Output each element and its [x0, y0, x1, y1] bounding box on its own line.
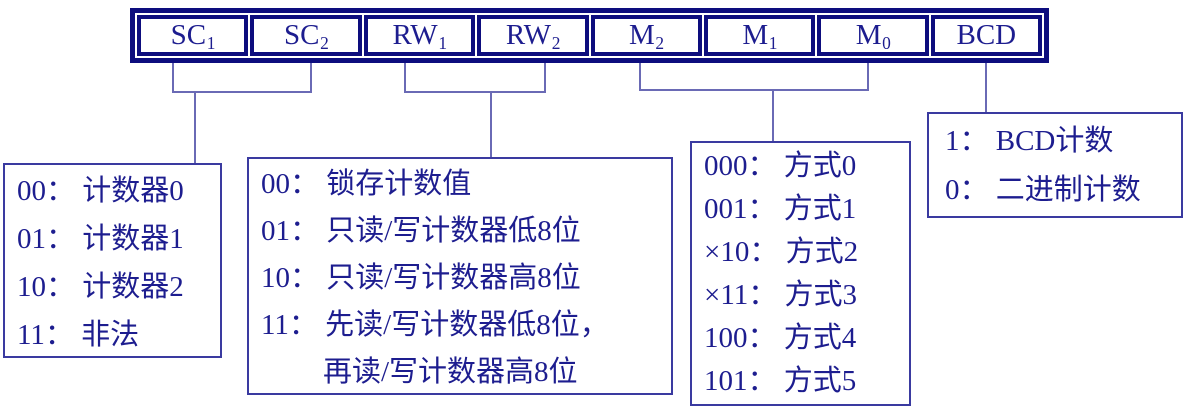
m-legend-box: 000： 方式0 001： 方式1 ×10： 方式2 ×11： 方式3 100：…: [690, 141, 911, 406]
connector-sc-drop2: [310, 63, 312, 93]
register-cell-bcd: BCD: [930, 15, 1042, 56]
legend-line: 10： 计数器2: [17, 271, 184, 303]
connector-rw-drop1: [404, 63, 406, 93]
legend-line: 000： 方式0: [704, 150, 857, 182]
register-cell-rw2: RW2: [477, 15, 589, 56]
connector-m-to-box: [772, 89, 774, 143]
legend-line: 100： 方式4: [704, 322, 857, 354]
cell-label: BCD: [956, 21, 1016, 50]
connector-m-drop2: [867, 63, 869, 91]
register-cell-m2: M2: [590, 15, 702, 56]
cell-label: RW2: [505, 19, 561, 53]
cell-label: M1: [742, 19, 778, 53]
cell-subscript: 1: [206, 32, 216, 53]
legend-line: 101： 方式5: [704, 365, 857, 397]
bcd-legend-box: 1： BCD计数 0： 二进制计数: [927, 112, 1183, 218]
cell-subscript: 1: [438, 32, 448, 53]
cell-subscript: 2: [655, 32, 665, 53]
cell-base: RW: [505, 19, 552, 51]
rw-legend-box: 00： 锁存计数值 01： 只读/写计数器低8位 10： 只读/写计数器高8位 …: [247, 157, 673, 395]
legend-line: 00： 锁存计数值: [261, 168, 472, 200]
legend-line: 0： 二进制计数: [945, 174, 1141, 206]
register-cell-m0: M0: [817, 15, 929, 56]
register-cell-sc1: SC1: [137, 15, 249, 56]
cell-subscript: 2: [551, 32, 561, 53]
cell-label: RW1: [392, 19, 448, 53]
cell-base: M: [628, 19, 655, 51]
connector-sc-to-box: [194, 91, 196, 165]
cell-base: M: [742, 19, 769, 51]
cell-label: SC2: [283, 19, 329, 53]
cell-subscript: 1: [768, 32, 778, 53]
cell-base: SC: [283, 19, 320, 51]
connector-bcd-to-box: [985, 63, 987, 114]
cell-base: RW: [392, 19, 438, 51]
register-cell-sc2: SC2: [250, 15, 362, 56]
legend-line: 再读/写计数器高8位: [323, 356, 578, 388]
cell-base: BCD: [956, 19, 1017, 51]
legend-line: 10： 只读/写计数器高8位: [261, 262, 581, 294]
legend-line: 001： 方式1: [704, 193, 857, 225]
cell-base: M: [855, 19, 882, 51]
cell-label: SC1: [170, 19, 216, 53]
register-cell-m1: M1: [703, 15, 816, 56]
connector-rw-horizontal: [404, 91, 546, 93]
register-cell-rw1: RW1: [363, 15, 476, 56]
cell-label: M0: [855, 19, 891, 53]
legend-line: 00： 计数器0: [17, 175, 184, 207]
connector-rw-to-box: [490, 91, 492, 159]
legend-line: ×10： 方式2: [704, 236, 859, 268]
legend-line: 1： BCD计数: [945, 125, 1114, 157]
cell-base: SC: [170, 19, 207, 51]
connector-sc-horizontal: [172, 91, 312, 93]
connector-m-drop1: [639, 63, 641, 91]
cell-subscript: 0: [882, 32, 891, 53]
legend-line: ×11： 方式3: [704, 279, 858, 311]
legend-line: 11： 先读/写计数器低8位，: [261, 309, 609, 341]
control-word-register: SC1 SC2 RW1 RW2 M2 M1 M0 BCD: [130, 8, 1049, 63]
legend-line: 01： 只读/写计数器低8位: [261, 215, 581, 247]
connector-m-horizontal: [639, 89, 869, 91]
connector-sc-drop1: [172, 63, 174, 93]
cell-label: M2: [628, 19, 665, 53]
connector-rw-drop2: [544, 63, 546, 93]
legend-line: 01： 计数器1: [17, 223, 184, 255]
legend-line: 11： 非法: [17, 319, 140, 351]
cell-subscript: 2: [320, 32, 329, 53]
sc-legend-box: 00： 计数器0 01： 计数器1 10： 计数器2 11： 非法: [3, 163, 222, 358]
